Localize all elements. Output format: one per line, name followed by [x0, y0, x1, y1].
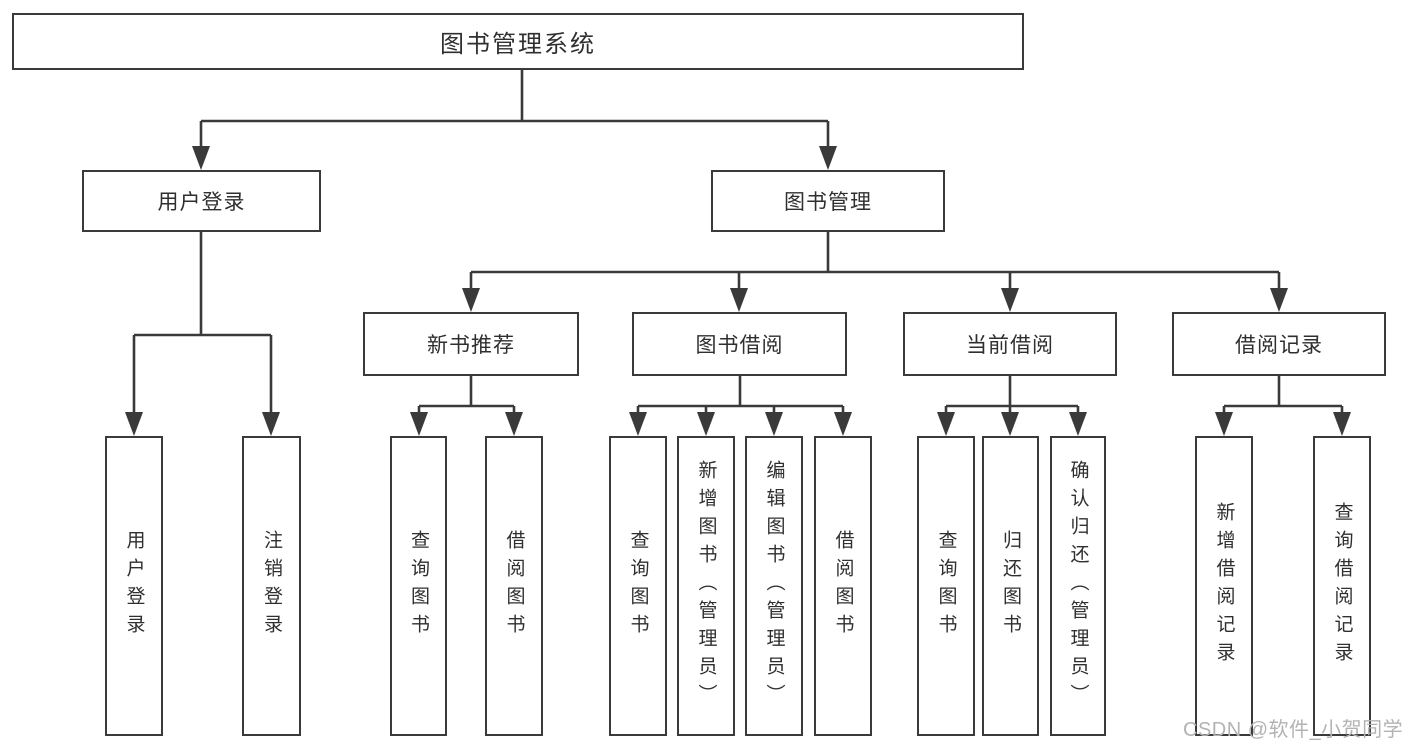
node-label: 查询图书	[408, 530, 429, 642]
node-label: 当前借阅	[966, 334, 1054, 357]
node-label: 编辑图书（管理员）	[763, 460, 785, 712]
node-user-login-leaf: 用户登录	[105, 436, 163, 736]
node-label: 归还图书	[1000, 530, 1021, 642]
node-book-management-branch: 图书管理	[711, 170, 945, 232]
node-label: 借阅图书	[503, 530, 525, 642]
node-logout-leaf: 注销登录	[242, 436, 301, 736]
node-nb-borrow-books: 借阅图书	[485, 436, 543, 736]
node-label: 新增借阅记录	[1213, 502, 1235, 670]
node-label: 查询图书	[627, 530, 649, 642]
node-bb-query-books: 查询图书	[609, 436, 667, 736]
csdn-watermark: CSDN @软件_小贺同学	[1183, 719, 1404, 741]
node-label: 图书管理系统	[440, 31, 596, 58]
node-bb-add-books-admin: 新增图书（管理员）	[677, 436, 735, 736]
node-cb-confirm-return-admin: 确认归还（管理员）	[1050, 436, 1106, 736]
node-cb-return-books: 归还图书	[982, 436, 1039, 736]
node-br-query-record: 查询借阅记录	[1313, 436, 1371, 736]
node-label: 注销登录	[261, 530, 282, 642]
node-label: 借阅记录	[1235, 334, 1323, 357]
node-label: 用户登录	[157, 191, 246, 214]
node-label: 查询借阅记录	[1331, 502, 1353, 670]
node-library-management-system: 图书管理系统	[12, 13, 1024, 70]
arrowhead-icons	[125, 146, 1351, 436]
node-new-book-recommendation: 新书推荐	[363, 312, 579, 376]
node-label: 新增图书（管理员）	[695, 460, 717, 712]
node-nb-query-books: 查询图书	[390, 436, 447, 736]
node-borrow-records: 借阅记录	[1172, 312, 1386, 376]
node-cb-query-books: 查询图书	[917, 436, 975, 736]
node-current-borrowing: 当前借阅	[903, 312, 1117, 376]
node-book-borrowing: 图书借阅	[632, 312, 847, 376]
node-user-login-branch: 用户登录	[82, 170, 321, 232]
node-br-add-record: 新增借阅记录	[1195, 436, 1253, 736]
node-label: 借阅图书	[832, 530, 854, 642]
node-label: 查询图书	[935, 530, 957, 642]
node-label: 确认归还（管理员）	[1067, 460, 1089, 712]
node-label: 图书借阅	[695, 334, 784, 357]
node-label: 图书管理	[784, 191, 872, 214]
node-label: 新书推荐	[427, 334, 515, 357]
node-bb-borrow-books: 借阅图书	[814, 436, 872, 736]
node-label: 用户登录	[123, 530, 145, 642]
node-bb-edit-books-admin: 编辑图书（管理员）	[745, 436, 803, 736]
